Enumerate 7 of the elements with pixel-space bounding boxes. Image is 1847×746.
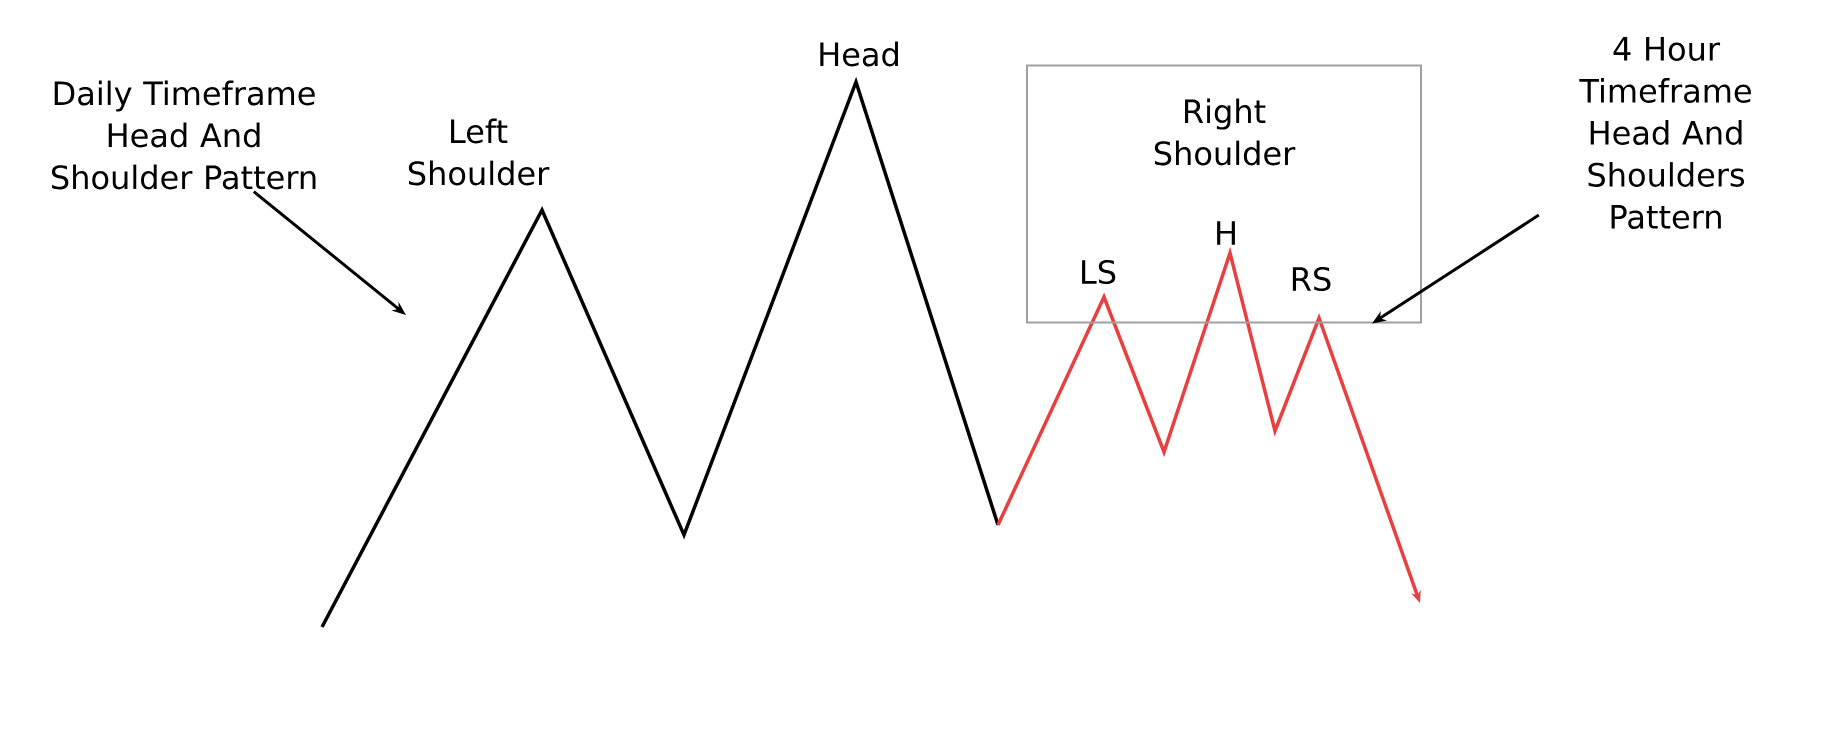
- pattern-label: Head: [820, 41, 898, 67]
- annotation-text: 4 Hour Timeframe Head And Shoulders Pattern: [1579, 37, 1751, 229]
- annotation-text: Daily Timeframe Head And Shoulder Pattern: [51, 80, 316, 190]
- pattern-label: H: [1217, 221, 1235, 245]
- pattern-label: LS: [1082, 259, 1116, 285]
- pattern-label: RS: [1292, 266, 1331, 292]
- pattern-label: Left Shoulder: [408, 118, 550, 186]
